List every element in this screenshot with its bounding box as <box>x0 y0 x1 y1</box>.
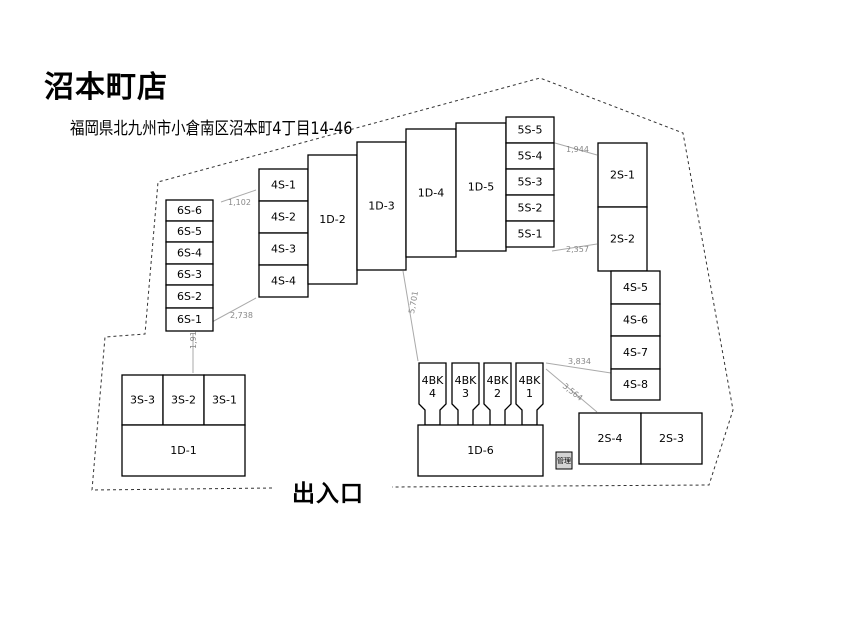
unit-label: 3S-2 <box>171 394 196 407</box>
unit-6s-1[interactable] <box>165 307 214 332</box>
distance-label: 1,912 <box>189 326 198 349</box>
unit-label: 4S-1 <box>271 179 296 192</box>
unit-label: 5S-1 <box>518 228 543 241</box>
unit-label: 4S-4 <box>271 275 296 288</box>
unit-label: 1D-1 <box>170 444 196 457</box>
unit-1d-5[interactable] <box>455 122 507 252</box>
unit-5s-3[interactable] <box>505 168 555 196</box>
unit-2s-2[interactable] <box>597 206 648 272</box>
unit-4s-6[interactable] <box>610 303 661 337</box>
distance-label: 1,102 <box>228 198 251 207</box>
unit-5s-1[interactable] <box>505 220 555 248</box>
distance-line <box>211 297 257 323</box>
unit-label: 6S-3 <box>177 268 202 281</box>
unit-label: 1D-4 <box>418 187 444 200</box>
unit-label: 4S-7 <box>623 346 648 359</box>
unit-label: 1D-2 <box>319 213 345 226</box>
unit-label: 1D-6 <box>467 444 493 457</box>
unit-label: 5S-3 <box>518 176 543 189</box>
unit-5s-4[interactable] <box>505 142 555 170</box>
unit-label: 6S-1 <box>177 313 202 326</box>
distance-label: 2,357 <box>566 245 589 254</box>
distance-label: 3,834 <box>568 357 591 366</box>
office-box <box>555 451 573 470</box>
distance-line <box>220 189 257 203</box>
unit-1d-6[interactable] <box>417 424 544 477</box>
unit-label: 4S-6 <box>623 314 648 327</box>
unit-label: 4S-8 <box>623 378 648 391</box>
unit-label: 3S-3 <box>130 394 155 407</box>
unit-label: 1D-5 <box>468 181 494 194</box>
unit-2s-4[interactable] <box>578 412 642 465</box>
entrance-label: 出入口 <box>292 481 364 507</box>
distance-line <box>402 270 419 362</box>
unit-5s-5[interactable] <box>505 116 555 144</box>
unit-label: 6S-2 <box>177 290 202 303</box>
unit-label: 6S-4 <box>177 247 202 260</box>
unit-label: 4S-3 <box>271 243 296 256</box>
unit-4s-8[interactable] <box>610 368 661 401</box>
distance-label: 5,701 <box>407 290 420 314</box>
unit-label: 2S-1 <box>610 169 635 182</box>
unit-1d-3[interactable] <box>356 141 407 271</box>
distance-line <box>545 368 598 413</box>
distance-line <box>551 243 598 252</box>
office-label: 管理 <box>557 456 571 465</box>
unit-label: 2S-3 <box>659 432 684 445</box>
unit-label: 6S-6 <box>177 204 202 217</box>
unit-label: 4S-5 <box>623 281 648 294</box>
unit-2s-3[interactable] <box>640 412 703 465</box>
unit-label: 2S-2 <box>610 233 635 246</box>
unit-label: 6S-5 <box>177 225 202 238</box>
unit-5s-2[interactable] <box>505 194 555 222</box>
store-address: 福岡県北九州市小倉南区沼本町4丁目14-46 <box>70 119 353 139</box>
unit-1d-1[interactable] <box>121 424 246 477</box>
unit-3s-1[interactable] <box>203 374 246 426</box>
unit-label: 3S-1 <box>212 394 237 407</box>
distance-label: 3,564 <box>561 381 585 402</box>
unit-1d-4[interactable] <box>405 128 457 258</box>
unit-1d-2[interactable] <box>307 154 358 285</box>
unit-label: 5S-5 <box>518 124 543 137</box>
unit-label: 5S-2 <box>518 202 543 215</box>
store-title: 沼本町店 <box>44 70 168 105</box>
unit-label: 4S-2 <box>271 211 296 224</box>
unit-label: 1D-3 <box>368 200 394 213</box>
distance-line <box>554 142 598 156</box>
distance-label: 1,944 <box>566 145 589 154</box>
unit-label: 5S-4 <box>518 150 543 163</box>
unit-label: 2S-4 <box>598 432 623 445</box>
distance-label: 2,738 <box>230 311 253 320</box>
distance-line <box>545 362 612 374</box>
